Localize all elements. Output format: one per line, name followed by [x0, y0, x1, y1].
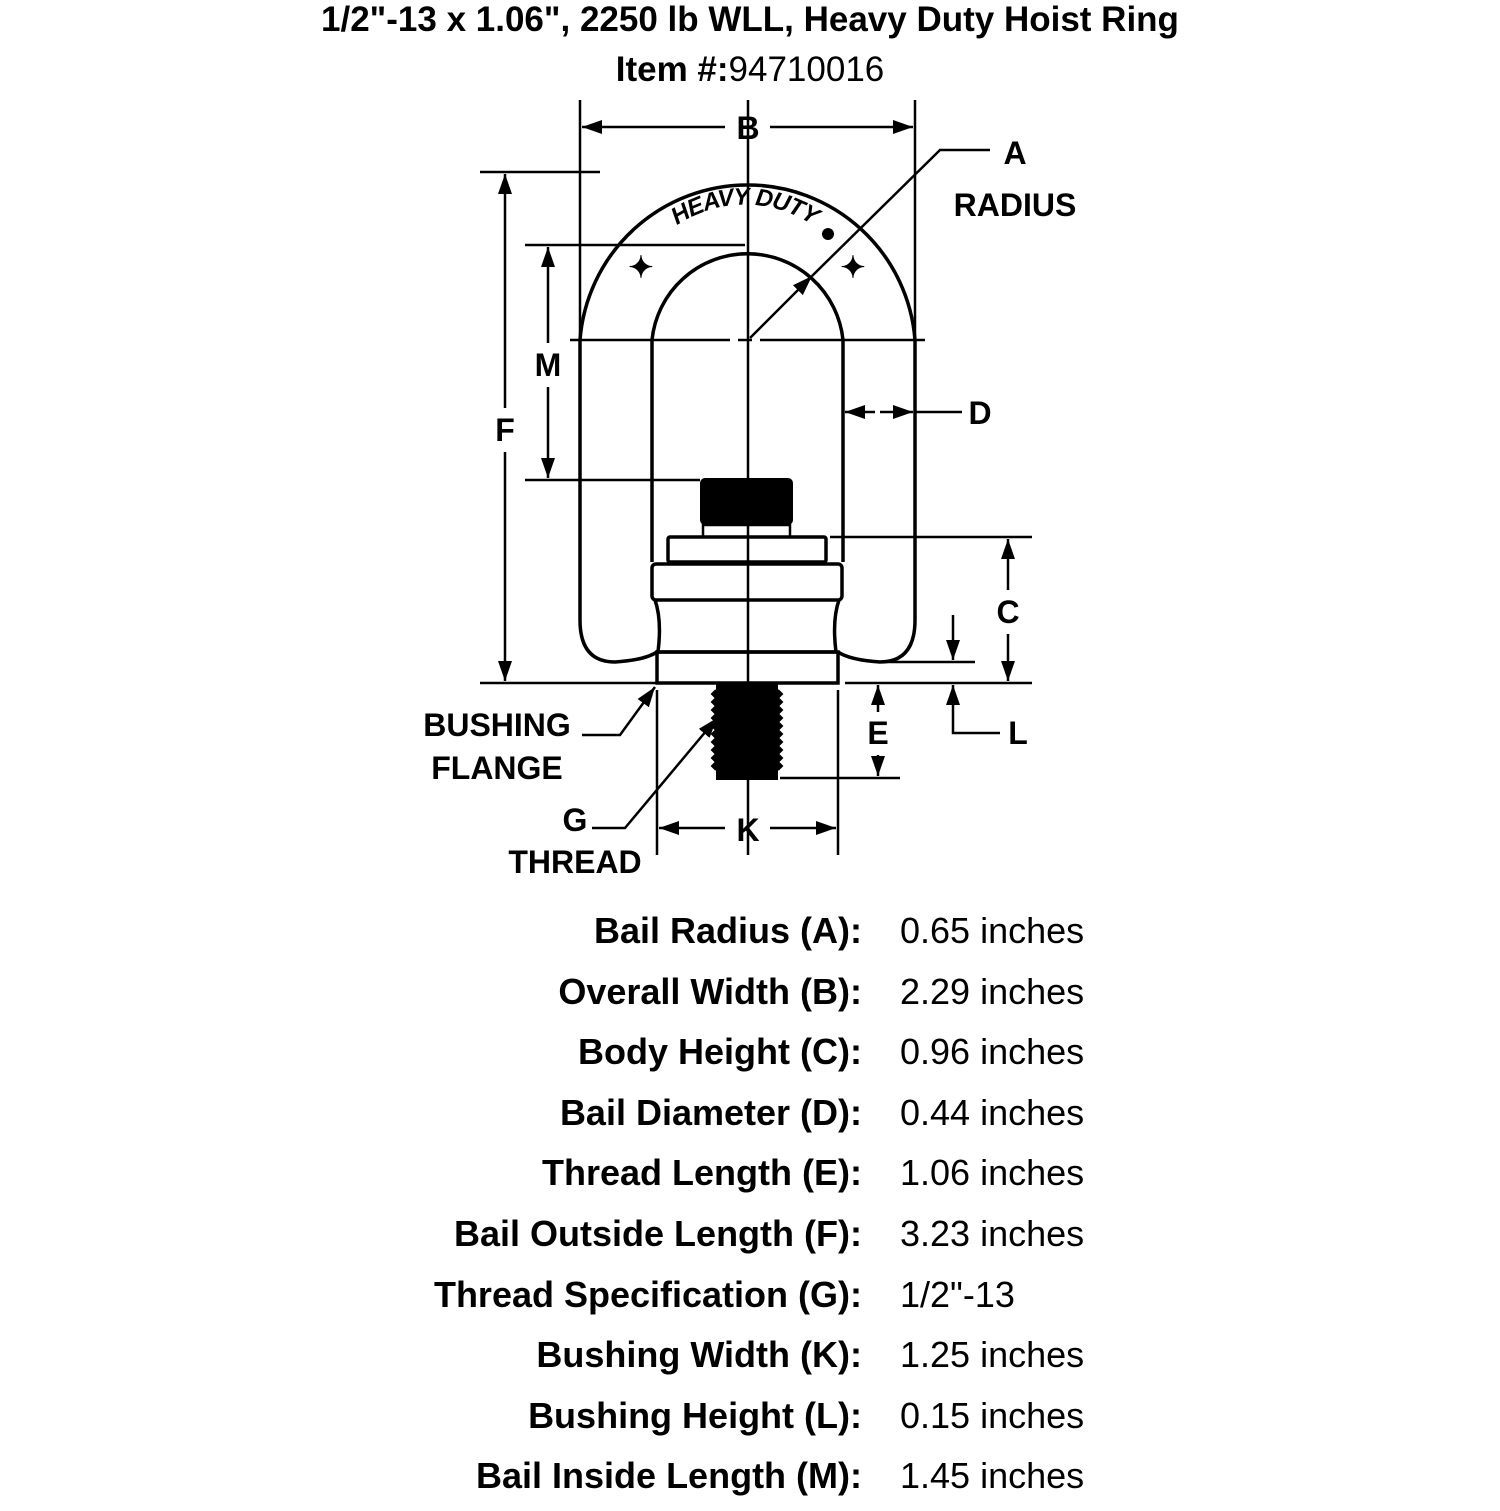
body-washer [666, 535, 828, 564]
spec-label: Bail Diameter (D): [559, 1091, 862, 1133]
label-d: D [968, 395, 991, 431]
spec-label: Thread Length (E): [542, 1152, 862, 1194]
label-l: L [1008, 715, 1028, 751]
spec-value: 1/2"-13 [900, 1273, 1015, 1315]
logo-dot [822, 228, 834, 240]
star-icon: ✦ [840, 252, 865, 285]
label-e: E [867, 715, 888, 751]
spec-row: Bail Diameter (D): 0.44 inches [0, 1087, 1500, 1148]
label-flange: FLANGE [431, 750, 563, 786]
label-g: G [563, 802, 588, 838]
spec-row: Bushing Height (L): 0.15 inches [0, 1390, 1500, 1451]
body-collar [650, 562, 844, 602]
spec-row: Bail Radius (A): 0.65 inches [0, 905, 1500, 966]
spec-value: 0.65 inches [900, 910, 1085, 951]
label-thread: THREAD [508, 844, 641, 880]
item-number: 94710016 [728, 50, 885, 89]
spec-label: Bushing Height (L): [528, 1394, 862, 1436]
label-f: F [495, 412, 515, 448]
label-radius: RADIUS [954, 187, 1077, 223]
bail-inner [650, 252, 845, 562]
spec-value: 3.23 inches [900, 1212, 1085, 1254]
thread [716, 683, 778, 780]
spec-table: Bail Radius (A): 0.65 inches Overall Widt… [0, 905, 1500, 1511]
spec-row: Overall Width (B): 2.29 inches [0, 966, 1500, 1027]
spec-value: 1.25 inches [900, 1334, 1085, 1376]
label-bushing: BUSHING [423, 707, 571, 743]
spec-row: Thread Specification (G): 1/2"-13 [0, 1269, 1500, 1330]
spec-row: Body Height (C): 0.96 inches [0, 1026, 1500, 1087]
label-m: M [535, 347, 562, 383]
spec-value: 0.15 inches [900, 1394, 1085, 1436]
product-title: 1/2"-13 x 1.06", 2250 lb WLL, Heavy Duty… [321, 0, 1179, 39]
l-arrow [946, 685, 1000, 735]
spec-row: Thread Length (E): 1.06 inches [0, 1147, 1500, 1208]
spec-label: Overall Width (B): [558, 970, 862, 1012]
bushing-flange-leader [582, 686, 657, 737]
item-label: Item #: [615, 50, 729, 89]
label-b: B [736, 110, 759, 146]
spec-value: 2.29 inches [900, 970, 1085, 1012]
hoist-ring-drawing: HEAVY DUTY ✦ ✦ B F M A RADIUS D C L [423, 100, 1077, 880]
spec-label: Bushing Width (K): [536, 1334, 862, 1376]
star-icon: ✦ [628, 252, 653, 285]
spec-label: Body Height (C): [578, 1031, 862, 1073]
spec-value: 0.96 inches [900, 1031, 1085, 1073]
thread-leader [592, 717, 718, 830]
spec-value: 1.06 inches [900, 1152, 1085, 1194]
a-leader [811, 148, 990, 277]
spec-label: Thread Specification (G): [433, 1273, 862, 1315]
label-c: C [996, 594, 1019, 630]
logo-text: HEAVY DUTY [666, 183, 826, 231]
item-number-line: Item #:94710016 [0, 50, 1500, 90]
spec-label: Bail Inside Length (M): [476, 1455, 862, 1497]
a-arrow [749, 275, 813, 339]
spec-value: 0.44 inches [900, 1091, 1085, 1133]
cap-band [701, 523, 792, 539]
spec-value: 1.45 inches [900, 1455, 1085, 1497]
label-a: A [1003, 135, 1026, 171]
spec-label: Bail Radius (A): [593, 910, 862, 951]
spec-row: Bushing Width (K): 1.25 inches [0, 1329, 1500, 1390]
cap-screw [700, 478, 793, 525]
spec-label: Bail Outside Length (F): [454, 1212, 862, 1254]
spec-row: Bail Outside Length (F): 3.23 inches [0, 1208, 1500, 1269]
label-k: K [736, 812, 759, 848]
spec-row: Bail Inside Length (M): 1.45 inches [0, 1450, 1500, 1511]
